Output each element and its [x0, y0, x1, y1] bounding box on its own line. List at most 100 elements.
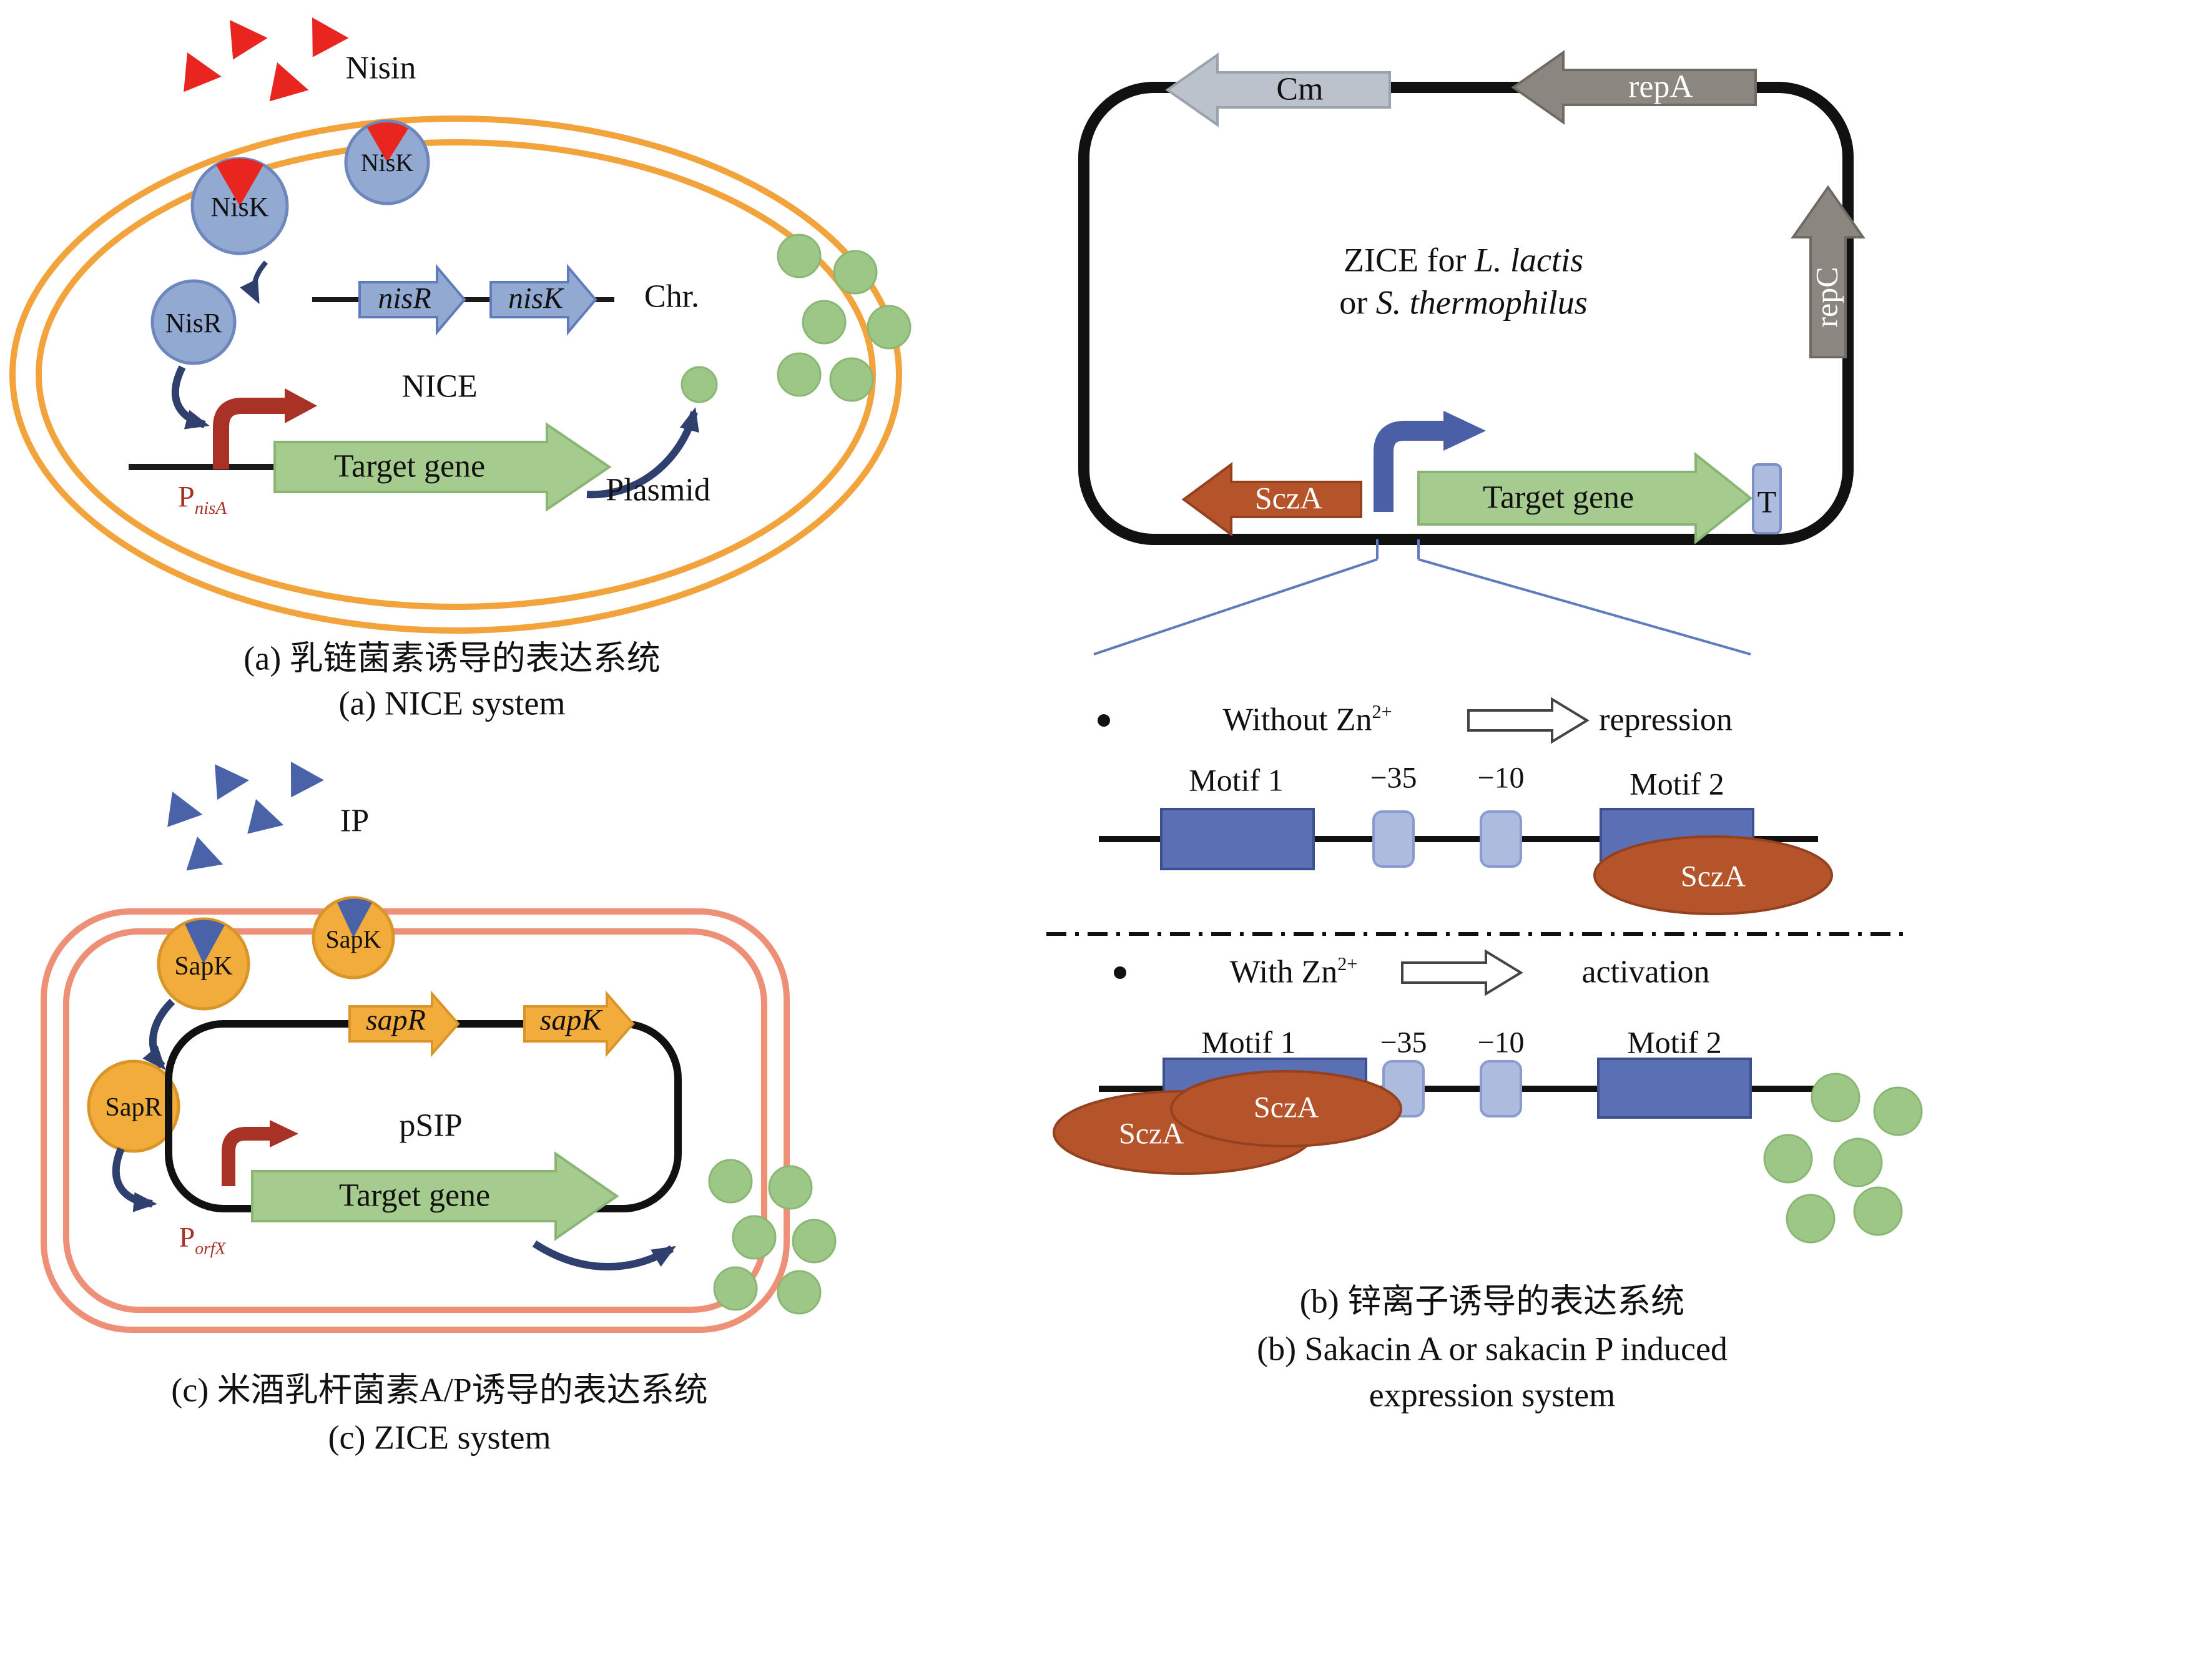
nisr-gene-label: nisR — [378, 283, 431, 316]
caption-c-en: (c) ZICE system — [328, 1418, 551, 1456]
product-circle — [1833, 1137, 1883, 1187]
scza-arrow-label: SczA — [1254, 482, 1323, 516]
product-circle — [1853, 1186, 1903, 1236]
terminator-label: T — [1757, 486, 1777, 520]
nice-system-label: NICE — [401, 368, 478, 405]
activation-label: activation — [1581, 953, 1710, 990]
sapr-gene-label: sapR — [366, 1004, 426, 1038]
signal-arrow — [142, 998, 175, 1071]
promoter-p: P — [179, 1222, 195, 1254]
sapk-gene-label: sapK — [539, 1004, 602, 1038]
target-gene-arrow — [251, 1151, 619, 1241]
product-circle — [777, 352, 822, 397]
zice-plasmid-loop — [1078, 82, 1854, 545]
product-circle — [777, 1270, 822, 1315]
porfx-promoter-label: PorfX — [179, 1222, 226, 1258]
minus35-box — [1372, 810, 1415, 868]
panel-c-shapes — [41, 762, 837, 1333]
activation-arrow — [171, 365, 210, 430]
nisin-molecule-icon — [304, 17, 351, 64]
ip-molecule-icon — [283, 762, 327, 803]
caption-a-en: (a) NICE system — [338, 684, 566, 722]
chromosome-label: Chr. — [644, 278, 700, 315]
product-circle — [802, 300, 847, 345]
activation-arrow — [112, 1147, 157, 1212]
zice-title-line2: or S. thermophilus — [1339, 284, 1588, 322]
without-zn-text: Without Zn — [1222, 701, 1372, 738]
ip-molecule-icon — [180, 837, 229, 885]
ip-molecule-icon — [210, 764, 251, 804]
motif1-label: Motif 1 — [1189, 764, 1284, 798]
motif1-box — [1160, 808, 1315, 870]
psip-system-label: pSIP — [399, 1107, 463, 1144]
repression-label: repression — [1599, 701, 1733, 738]
minus35-label: −35 — [1370, 762, 1417, 795]
promoter-p: P — [178, 481, 195, 514]
sapk2-label: SapK — [325, 926, 381, 954]
scza-ellipse-label: SczA — [1254, 1092, 1319, 1125]
promoter-arrowhead — [270, 1120, 298, 1147]
product-circle — [792, 1219, 837, 1264]
scza-ellipse-label: SczA — [1681, 861, 1746, 894]
cell-wall-inner — [63, 928, 767, 1313]
nisin-molecule-icon — [175, 52, 225, 102]
nisin-label: Nisin — [345, 49, 416, 86]
nisin-bound-wedge — [367, 122, 408, 162]
ip-molecule-icon — [160, 792, 207, 837]
product-circle — [867, 305, 912, 350]
with-zn-label: With Zn2+ — [1229, 953, 1358, 990]
sapk-gene-arrow — [523, 990, 635, 1058]
nisk2-label: NisK — [360, 150, 414, 177]
product-circle — [732, 1215, 777, 1260]
with-zn-text: With Zn — [1229, 953, 1338, 990]
product-circle — [1786, 1194, 1836, 1244]
nisin-molecule-icon — [224, 20, 270, 64]
scza-protein-ellipse — [1593, 835, 1833, 915]
zoom-line — [1093, 558, 1378, 656]
product-circle — [833, 250, 878, 295]
motif2-label: Motif 2 — [1630, 768, 1724, 802]
promoter-arrowhead — [1443, 411, 1486, 451]
target-gene-label: Target gene — [1482, 479, 1634, 516]
nisr-gene-arrow — [358, 263, 466, 336]
ip-molecule-icon — [240, 799, 289, 847]
caption-b-en1: (b) Sakacin A or sakacin P induced — [1257, 1330, 1728, 1368]
nisin-bound-wedge — [216, 158, 263, 206]
zice-prefix: ZICE for — [1344, 241, 1475, 279]
caption-a-zh: (a) 乳链菌素诱导的表达系统 — [243, 639, 661, 677]
minus10-box — [1480, 1060, 1522, 1117]
sapr-gene-arrow — [348, 990, 460, 1058]
sapr-regulator — [87, 1059, 180, 1153]
scza-protein-ellipse — [1170, 1070, 1402, 1147]
nisk1-label: NisK — [210, 190, 269, 222]
promoter-arrowhead — [285, 388, 317, 423]
terminator-box — [1752, 463, 1782, 534]
ip-bound-wedge — [337, 898, 372, 938]
product-circle — [708, 1159, 753, 1204]
target-gene-arrow — [273, 422, 612, 512]
promoter-sub: orfX — [195, 1239, 226, 1258]
pnisa-promoter-label: PnisA — [178, 481, 227, 519]
product-circle — [829, 357, 874, 402]
minus10-box — [1480, 810, 1522, 868]
caption-c-zh: (c) 米酒乳杆菌素A/P诱导的表达系统 — [171, 1371, 708, 1409]
panel-b-shapes — [1046, 50, 1923, 1244]
bullet-dot — [1114, 966, 1126, 979]
product-circle — [681, 366, 718, 403]
product-circle — [1763, 1134, 1813, 1184]
zice-title-line1: ZICE for L. lactis — [1344, 242, 1583, 279]
product-circle — [1811, 1073, 1861, 1122]
species-name: L. lactis — [1474, 241, 1583, 279]
motif2-label: Motif 2 — [1627, 1026, 1722, 1061]
minus35-label: −35 — [1380, 1027, 1427, 1060]
cell-membrane-outer — [9, 115, 902, 634]
nisk-gene-arrow — [489, 263, 597, 336]
repc-gene-arrow — [1791, 185, 1865, 358]
target-gene-label: Target gene — [338, 1177, 491, 1214]
signal-arrow — [240, 260, 268, 305]
ip-bound-wedge — [185, 920, 225, 964]
motif1-label: Motif 1 — [1201, 1026, 1296, 1061]
